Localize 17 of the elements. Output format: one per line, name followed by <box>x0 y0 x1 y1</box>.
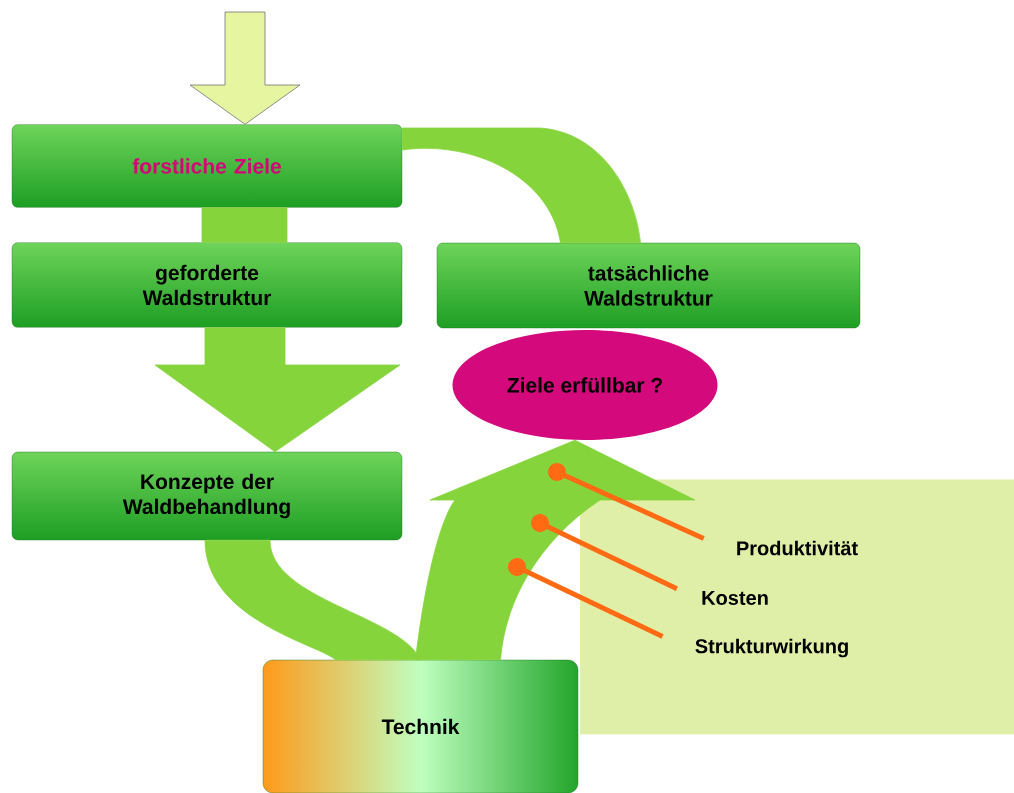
input-arrow <box>189 11 301 125</box>
leader-line <box>508 558 664 639</box>
background-band <box>580 479 1014 735</box>
factor-label: Strukturwirkung <box>695 638 848 658</box>
flow-arrow <box>154 327 401 453</box>
flow-arrow <box>415 439 696 661</box>
process-box: Technik <box>262 659 579 793</box>
process-box: geforderte Waldstruktur <box>11 242 403 328</box>
leader-line <box>531 514 678 592</box>
process-box: tatsächliche Waldstruktur <box>436 242 861 329</box>
factor-label: Produktivität <box>737 540 858 556</box>
factor-label: Kosten <box>702 591 768 605</box>
flow-arrow <box>201 207 288 243</box>
process-box: forstliche Ziele <box>11 124 403 208</box>
process-box: Konzepte der Waldbehandlung <box>11 451 403 541</box>
leader-line <box>548 463 705 541</box>
flow-arrow <box>401 127 641 244</box>
